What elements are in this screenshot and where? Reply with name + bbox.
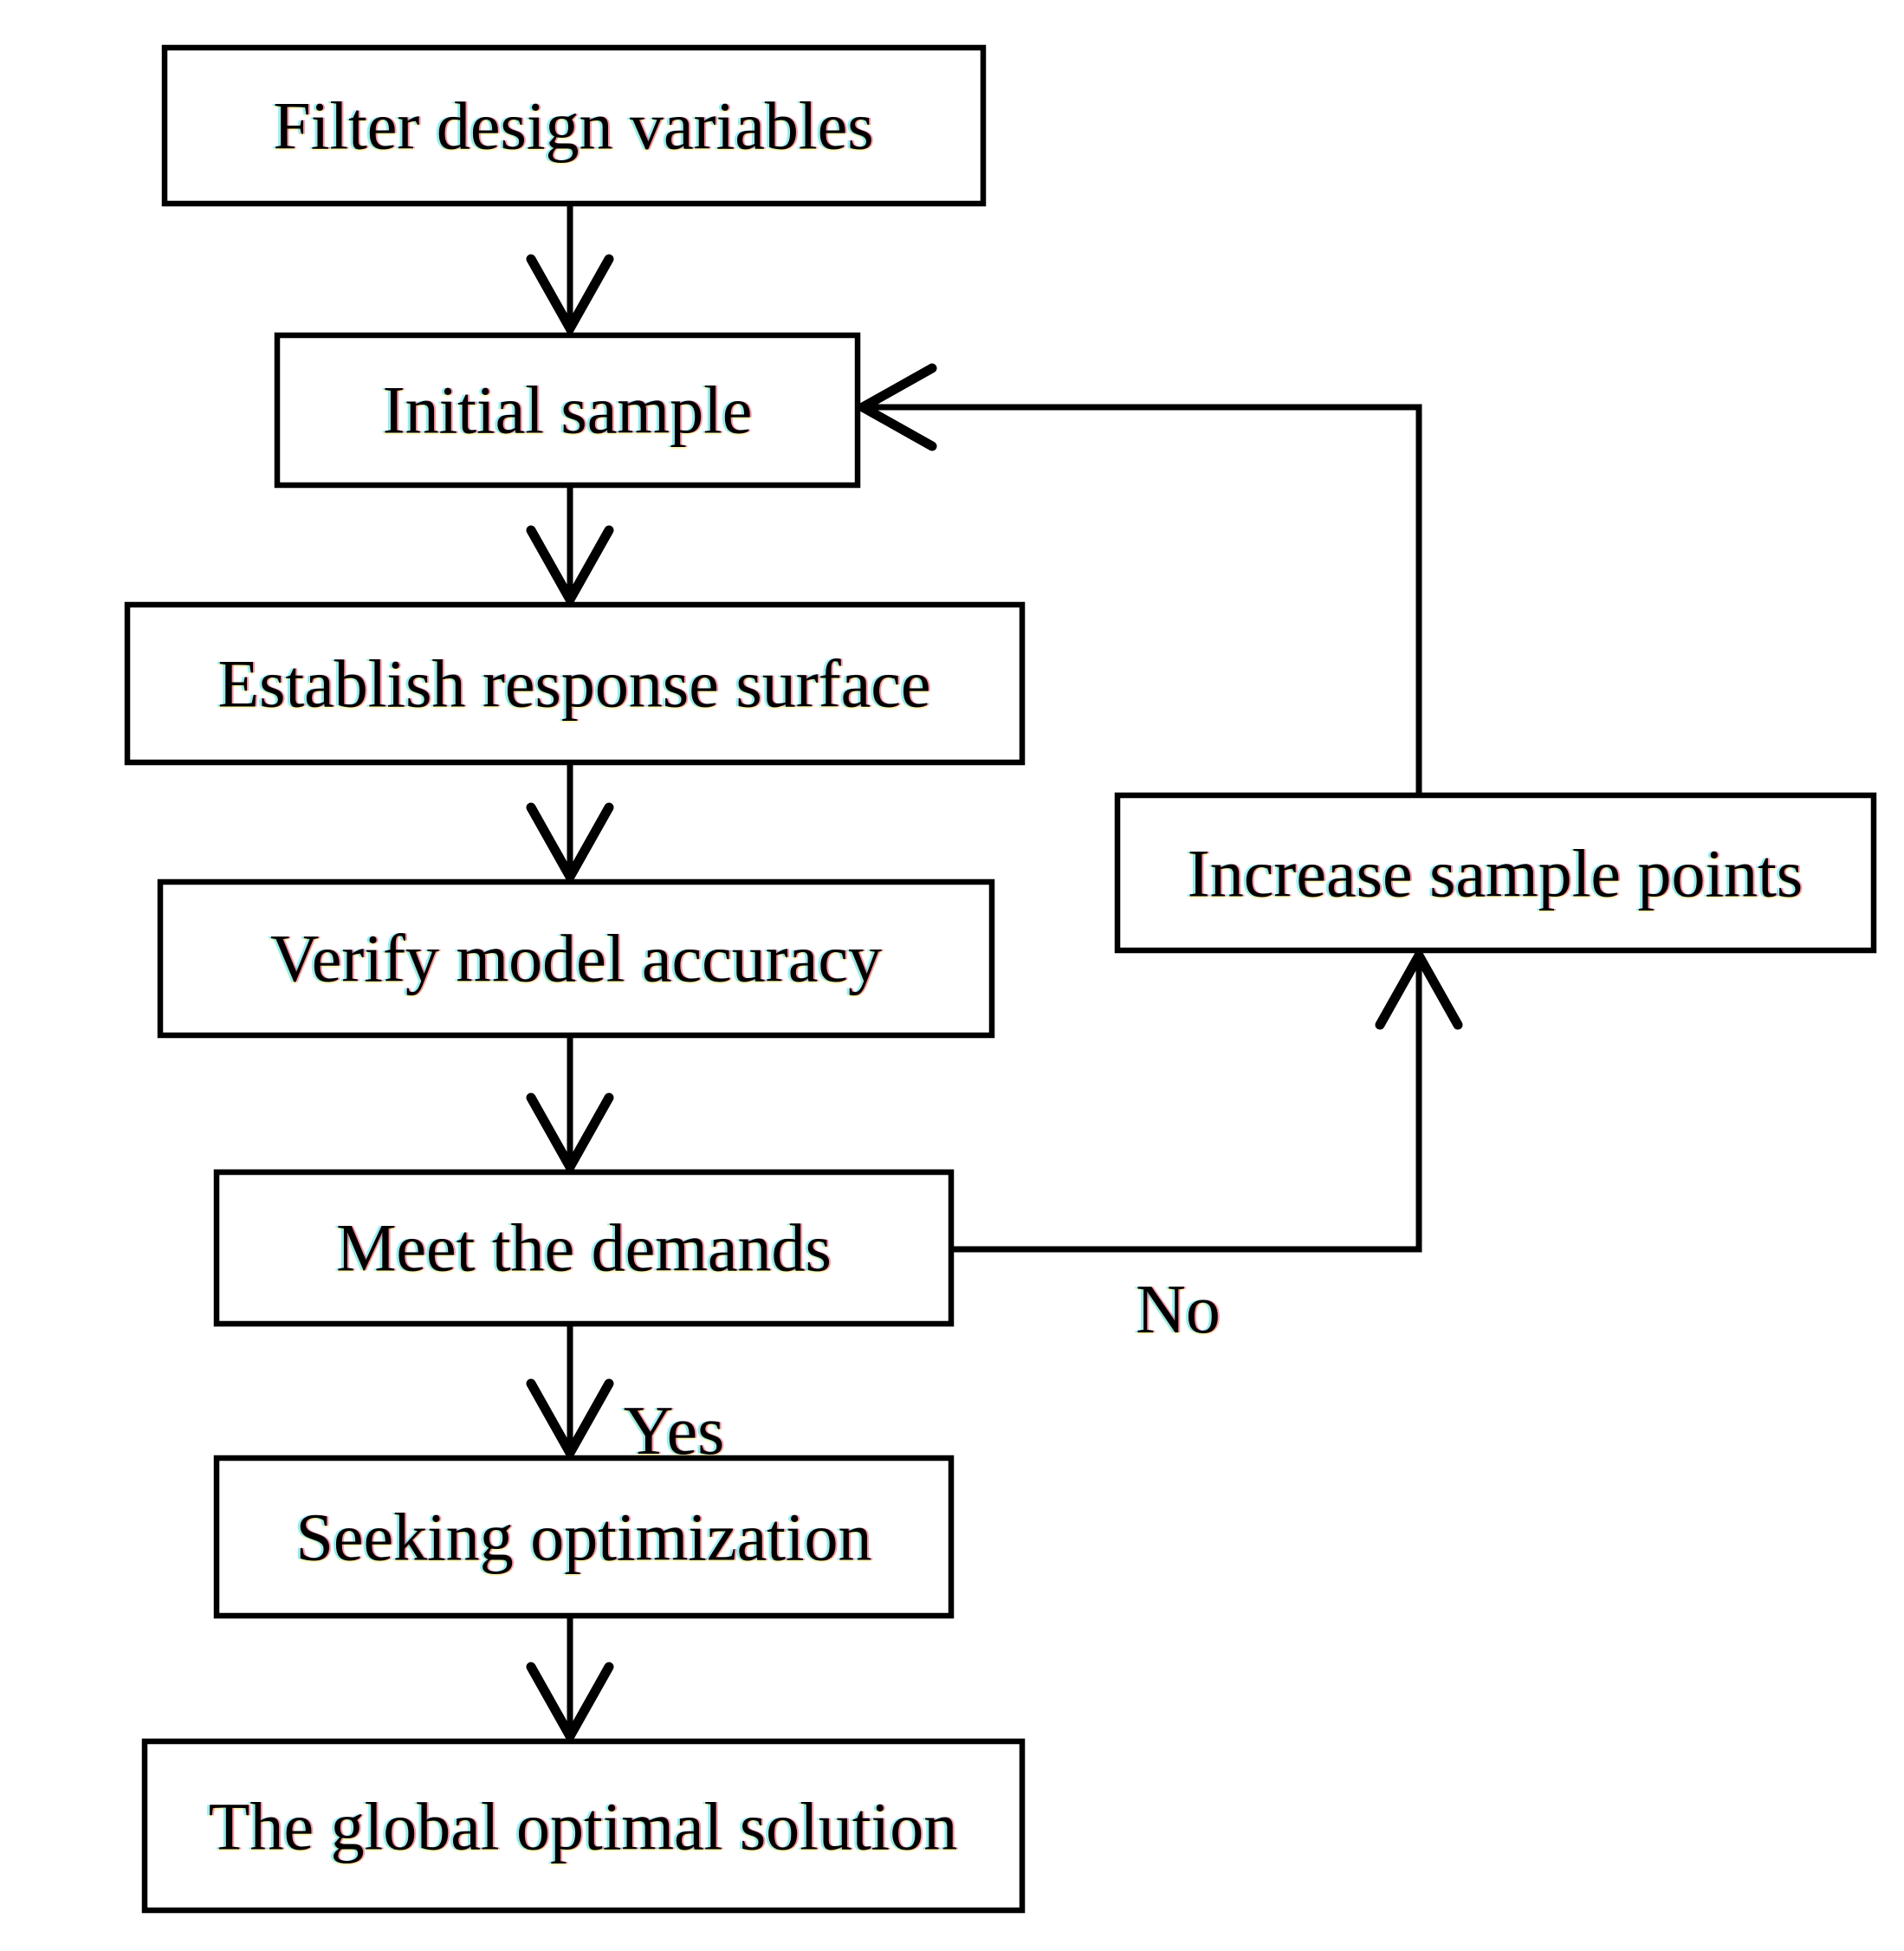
node-box — [213, 1169, 955, 1327]
node-establish-response-surface: Establish response surface — [124, 601, 1026, 766]
node-box — [1114, 792, 1877, 954]
node-label: Verify model accuracy — [270, 921, 882, 996]
node-initial-sample: Initial sample — [274, 332, 861, 489]
node-increase-sample-points: Increase sample points — [1114, 792, 1877, 954]
node-box — [141, 1738, 1026, 1914]
node-box — [124, 601, 1026, 766]
node-box — [274, 332, 861, 489]
node-filter-design-variables: Filter design variables — [161, 44, 987, 207]
node-global-optimal-solution: The global optimal solution — [141, 1738, 1026, 1914]
node-label: Increase sample points — [1188, 836, 1803, 911]
node-label: Initial sample — [383, 373, 753, 448]
edge-increase-to-initial — [852, 363, 1422, 794]
node-verify-model-accuracy: Verify model accuracy — [157, 878, 995, 1039]
node-meet-the-demands: Meet the demands — [213, 1169, 955, 1327]
edge-meet-to-increase-no — [951, 945, 1463, 1253]
node-box — [157, 878, 995, 1039]
node-label: Meet the demands — [336, 1210, 832, 1286]
node-box — [161, 44, 987, 207]
node-label: The global optimal solution — [209, 1789, 957, 1864]
edge-label-no: No — [1136, 1272, 1221, 1348]
node-label: Seeking optimization — [295, 1500, 871, 1575]
node-box — [213, 1455, 955, 1619]
node-label: Filter design variables — [273, 88, 873, 164]
node-seeking-optimization: Seeking optimization — [213, 1455, 955, 1619]
node-label: Establish response surface — [217, 646, 930, 722]
